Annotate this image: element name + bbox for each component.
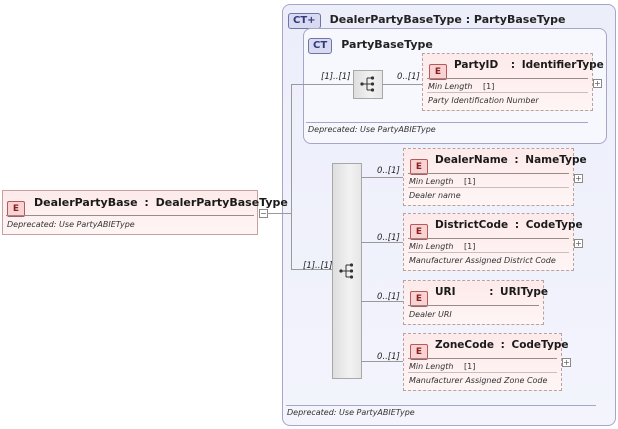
element-description: Dealer name <box>409 191 461 200</box>
base-sequence-cardinality: [1]..[1] <box>321 72 351 82</box>
facet-label: Min Length <box>428 82 473 91</box>
element-description: Manufacturer Assigned District Code <box>409 256 556 265</box>
expand-dealer-name-toggle[interactable]: + <box>574 174 583 183</box>
element-divider <box>427 78 588 79</box>
base-type-deprecated-note: Deprecated: Use PartyABIEType <box>308 125 436 134</box>
connector-line <box>291 84 292 270</box>
element-badge: E <box>429 64 447 80</box>
uri-cardinality: 0..[1] <box>377 292 400 302</box>
type-separator: : <box>510 59 516 71</box>
element-uri[interactable]: E URI : URIType Dealer URI <box>403 280 548 325</box>
element-divider <box>408 252 569 253</box>
facet-label: Min Length <box>409 177 454 186</box>
element-type: CodeType <box>525 219 583 231</box>
connector-line <box>361 242 403 243</box>
element-divider <box>408 358 557 359</box>
complex-type-extension-badge: CT+ <box>288 13 321 29</box>
type-separator: : <box>144 196 149 209</box>
dealer-name-cardinality: 0..[1] <box>377 166 400 176</box>
expand-party-id-toggle[interactable]: + <box>593 79 602 88</box>
expand-zone-code-toggle[interactable]: + <box>562 358 571 367</box>
root-element-dealer-party-base[interactable]: E DealerPartyBase : DealerPartyBaseType … <box>2 190 288 235</box>
root-element-type: DealerPartyBaseType <box>155 196 288 209</box>
element-divider <box>427 92 588 93</box>
facet-label: Min Length <box>409 242 454 251</box>
facet-label: Min Length <box>409 362 454 371</box>
complex-type-deprecated-note: Deprecated: Use PartyABIEType <box>287 408 415 417</box>
connector-line <box>382 84 422 85</box>
outer-footer-rule <box>286 405 596 406</box>
complex-type-header: CT+ DealerPartyBaseType : PartyBaseType <box>288 8 566 29</box>
element-badge: E <box>410 224 428 240</box>
element-name: PartyID <box>454 59 499 71</box>
element-badge: E <box>7 201 25 217</box>
connector-line <box>361 361 403 362</box>
expand-district-code-toggle[interactable]: + <box>574 239 583 248</box>
type-separator: : <box>489 286 494 298</box>
inner-footer-rule <box>306 122 588 123</box>
complex-type-title: DealerPartyBaseType : PartyBaseType <box>329 13 566 26</box>
element-divider <box>408 238 569 239</box>
element-zone-code[interactable]: E ZoneCode : CodeType Min Length [1] Man… <box>403 333 568 391</box>
outer-sequence-compositor[interactable] <box>332 163 362 379</box>
type-separator: : <box>514 154 519 166</box>
facet-value: [1] <box>483 82 495 91</box>
element-description: Manufacturer Assigned Zone Code <box>409 376 548 385</box>
element-district-code[interactable]: E DistrictCode : CodeType Min Length [1]… <box>403 213 583 271</box>
element-name: URI <box>435 286 456 298</box>
base-type-title: PartyBaseType <box>341 38 433 51</box>
type-separator: : <box>500 339 505 351</box>
element-name: DealerName <box>435 154 508 166</box>
element-divider <box>6 215 254 216</box>
root-element-name: DealerPartyBase <box>34 196 138 209</box>
base-sequence-compositor[interactable] <box>353 70 383 99</box>
element-type: CodeType <box>511 339 569 351</box>
element-name: ZoneCode <box>435 339 494 351</box>
element-type: NameType <box>525 154 587 166</box>
sequence-icon <box>339 263 354 279</box>
element-name: DistrictCode <box>435 219 509 231</box>
outer-sequence-cardinality: [1]..[1] <box>303 261 333 271</box>
element-type: IdentifierType <box>521 59 604 71</box>
complex-type-badge: CT <box>308 38 333 54</box>
element-description: Dealer URI <box>409 310 452 319</box>
zone-code-cardinality: 0..[1] <box>377 352 400 362</box>
element-description: Party Identification Number <box>428 96 539 105</box>
element-badge: E <box>410 344 428 360</box>
connector-line <box>361 301 403 302</box>
element-divider <box>408 173 569 174</box>
element-divider <box>408 372 557 373</box>
facet-value: [1] <box>464 177 476 186</box>
element-divider <box>408 305 539 306</box>
district-code-cardinality: 0..[1] <box>377 233 400 243</box>
connector-line <box>267 213 292 214</box>
connector-line <box>361 177 403 178</box>
party-id-cardinality: 0..[1] <box>397 72 420 82</box>
facet-value: [1] <box>464 242 476 251</box>
connector-line <box>291 84 353 85</box>
type-separator: : <box>514 219 520 231</box>
element-party-id[interactable]: E PartyID : IdentifierType Min Length [1… <box>422 53 604 111</box>
element-dealer-name[interactable]: E DealerName : NameType Min Length [1] D… <box>403 148 587 206</box>
element-badge: E <box>410 291 428 307</box>
element-type: URIType <box>500 286 548 298</box>
element-divider <box>408 187 569 188</box>
element-badge: E <box>410 159 428 175</box>
facet-value: [1] <box>464 362 476 371</box>
root-deprecated-note: Deprecated: Use PartyABIEType <box>7 220 135 229</box>
connector-line <box>291 269 333 270</box>
base-type-header: CT PartyBaseType <box>308 33 433 54</box>
sequence-icon <box>360 76 375 92</box>
